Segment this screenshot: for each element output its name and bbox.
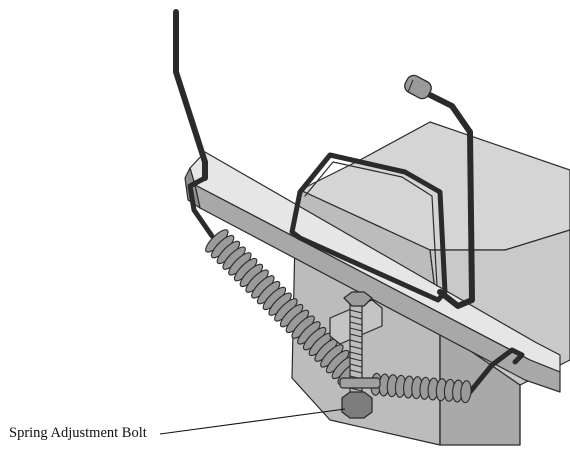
bolt-thread — [349, 327, 363, 332]
spring-adjustment-bolt — [329, 291, 383, 419]
bolt-thread — [349, 357, 363, 362]
bolt-crossbar — [339, 377, 381, 389]
bolt-thread — [349, 369, 363, 374]
right-hook-rod — [467, 347, 525, 395]
right-lift-rod — [404, 74, 475, 309]
bolt-lower-nut — [341, 391, 373, 419]
bolt-thread — [349, 321, 363, 326]
bolt-thread — [349, 351, 363, 356]
rod-knob-icon — [404, 74, 432, 100]
bolt-thread — [349, 309, 363, 314]
bolt-thread — [349, 315, 363, 320]
bolt-hex-head — [343, 291, 373, 307]
left-lift-rod — [173, 9, 215, 239]
callout-leader-line — [159, 408, 346, 435]
bolt-thread — [349, 333, 363, 338]
bolt-thread — [349, 345, 363, 350]
bolt-thread — [349, 339, 363, 344]
bolt-thread — [349, 363, 363, 368]
lift-bracket — [184, 151, 561, 393]
handle-frame-inner — [290, 153, 447, 302]
basket-handle-frame — [289, 152, 448, 303]
spring-coil — [460, 380, 472, 404]
callout-spring-adjustment-bolt: Spring Adjustment Bolt — [9, 425, 147, 441]
